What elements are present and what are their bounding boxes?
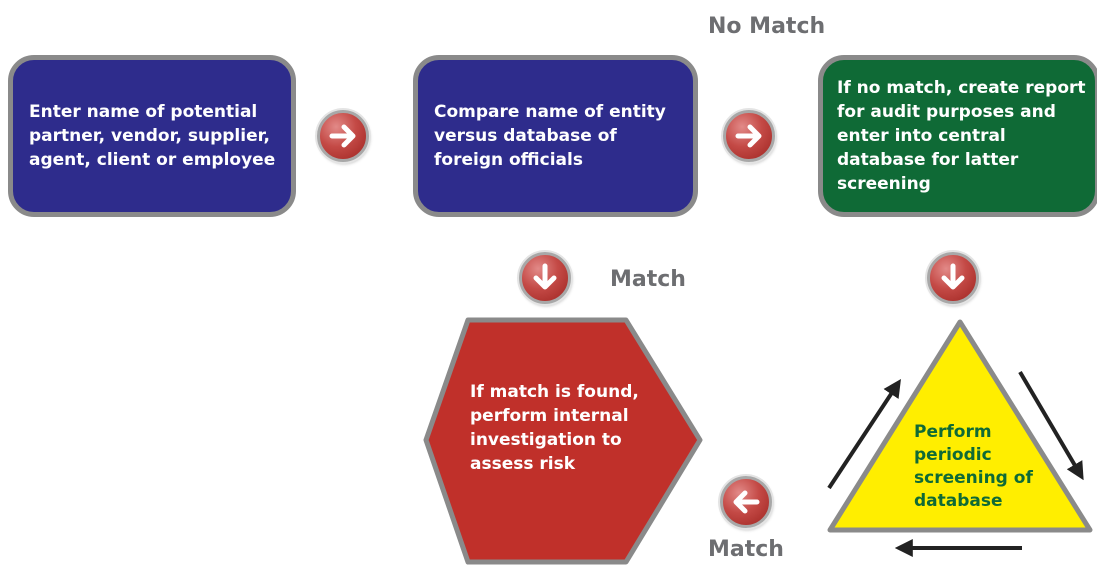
step-no-match-report-text: If no match, create report for audit pur… bbox=[837, 78, 1086, 194]
step-periodic-text: Perform periodic screening of database bbox=[914, 422, 1033, 511]
step-compare-box: Compare name of entity versus database o… bbox=[413, 55, 698, 217]
step-compare-text: Compare name of entity versus database o… bbox=[434, 102, 666, 170]
match-label-middle: Match bbox=[610, 267, 686, 292]
arrow-right-circle-2 bbox=[723, 110, 775, 162]
arrow-down-circle-1 bbox=[519, 252, 571, 304]
step-enter-name-box: Enter name of potential partner, vendor,… bbox=[8, 55, 296, 217]
arrow-down-icon bbox=[533, 263, 557, 290]
arrow-right-circle-1 bbox=[317, 110, 369, 162]
cycle-arrow-up bbox=[827, 378, 901, 490]
arrow-left-icon bbox=[733, 490, 760, 514]
no-match-label: No Match bbox=[708, 14, 826, 39]
step-no-match-report-box: If no match, create report for audit pur… bbox=[818, 55, 1097, 217]
step-investigate-text: If match is found, perform internal inve… bbox=[470, 382, 639, 474]
step-enter-name-text: Enter name of potential partner, vendor,… bbox=[29, 102, 276, 170]
arrow-right-icon bbox=[329, 124, 356, 148]
match-label-bottom: Match bbox=[708, 537, 784, 562]
arrow-right-icon bbox=[735, 124, 762, 148]
arrow-left-circle bbox=[720, 476, 772, 528]
arrow-down-icon bbox=[941, 263, 965, 290]
arrow-down-circle-2 bbox=[927, 252, 979, 304]
